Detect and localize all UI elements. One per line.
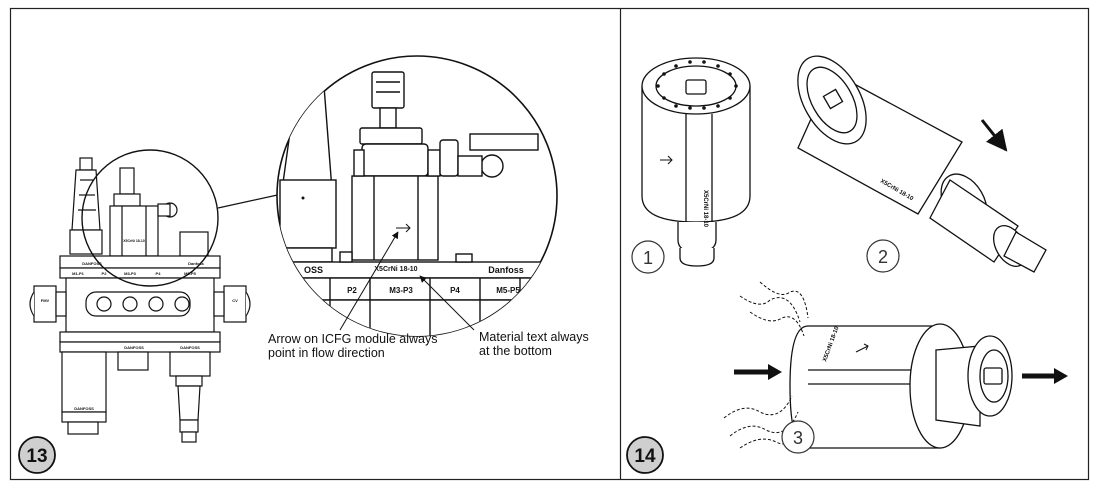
- plate-brand: Danfoss: [488, 265, 524, 275]
- module-upright: [641, 57, 751, 267]
- step-14-number: 14: [634, 446, 656, 467]
- plate-material: X5CrNi 18-10: [374, 266, 417, 273]
- step-13-badge: [18, 436, 56, 474]
- plate-small-bottom-left: DANFOSS: [124, 345, 144, 350]
- outer-frame: [9, 7, 1090, 481]
- callout-material-line-2: at the bottom: [479, 344, 552, 358]
- detail-magnified-view: OSS X5CrNi 18-10 Danfoss P2 M3-P3 P4 M5-…: [276, 55, 558, 337]
- plate-small-left: FMV: [41, 298, 50, 303]
- substep-1-circle: [631, 240, 665, 274]
- upright-flow-mark: [660, 155, 673, 165]
- module-horizontal: [789, 323, 1013, 449]
- plate-brand-right: Danfoss: [188, 261, 205, 266]
- plate-small-bottom-right: DANFOSS: [180, 345, 200, 350]
- callout-arrow-text: Arrow on ICFG module always point in flo…: [268, 332, 441, 360]
- rivet-dot: [301, 196, 305, 200]
- callout-arrow-line-1: Arrow on ICFG module always: [268, 332, 438, 346]
- leader-arrow: [339, 231, 399, 331]
- plate-oss: OSS: [304, 265, 323, 275]
- substep-1-number: 1: [643, 248, 653, 268]
- plate-m3p3: M3-P3: [389, 286, 413, 295]
- valve-station-overview: [29, 157, 251, 443]
- module-upright-bolt-ring: [656, 60, 738, 110]
- plate-small-m1p1: M1-P1: [72, 271, 85, 276]
- substep-2-number: 2: [878, 247, 888, 267]
- panel-14: X5CrNi 18-10 X5CrNi 18-10: [626, 55, 1068, 474]
- horizontal-flow-mark: [855, 343, 869, 353]
- callout-material-line-1: Material text always: [479, 330, 589, 344]
- panel-13: DANFOSS Danfoss M1-P1 P2 M3-P3 P4 M5-P5 …: [18, 55, 592, 474]
- plate-small-material: X5CrNi 18-10: [123, 239, 145, 243]
- detail-source-circle: [81, 149, 219, 287]
- plate-small-p2: P2: [102, 271, 108, 276]
- substep-2-circle: [866, 239, 900, 273]
- plate-p4: P4: [450, 286, 460, 295]
- step-14-badge: [626, 436, 664, 474]
- plate-small-right: CV: [232, 298, 238, 303]
- substep-3-circle: [781, 420, 815, 454]
- plate-m5: M5-P5: [496, 286, 520, 295]
- plate-brand-left: DANFOSS: [82, 261, 102, 266]
- module-tilted: [797, 55, 1047, 273]
- upright-material-text: X5CrNi 18-10: [702, 190, 708, 228]
- detail-connector-line: [217, 193, 283, 209]
- remove-direction-arrow: [980, 119, 1008, 152]
- flow-in-arrow-head: [768, 364, 782, 380]
- flow-out-arrow-head: [1054, 368, 1068, 384]
- plate-small-p4: P4: [156, 271, 162, 276]
- callout-material-text: Material text always at the bottom: [479, 330, 592, 358]
- plate-small-m3p3: M3-P3: [124, 271, 137, 276]
- callout-arrow-line-2: point in flow direction: [268, 346, 385, 360]
- step-13-number: 13: [26, 446, 47, 467]
- leader-material: [419, 275, 475, 331]
- flow-arrow-mark: [396, 223, 411, 233]
- plate-p2: P2: [347, 286, 357, 295]
- substep-3-number: 3: [793, 428, 803, 448]
- plate-small-base: DANFOSS: [74, 406, 94, 411]
